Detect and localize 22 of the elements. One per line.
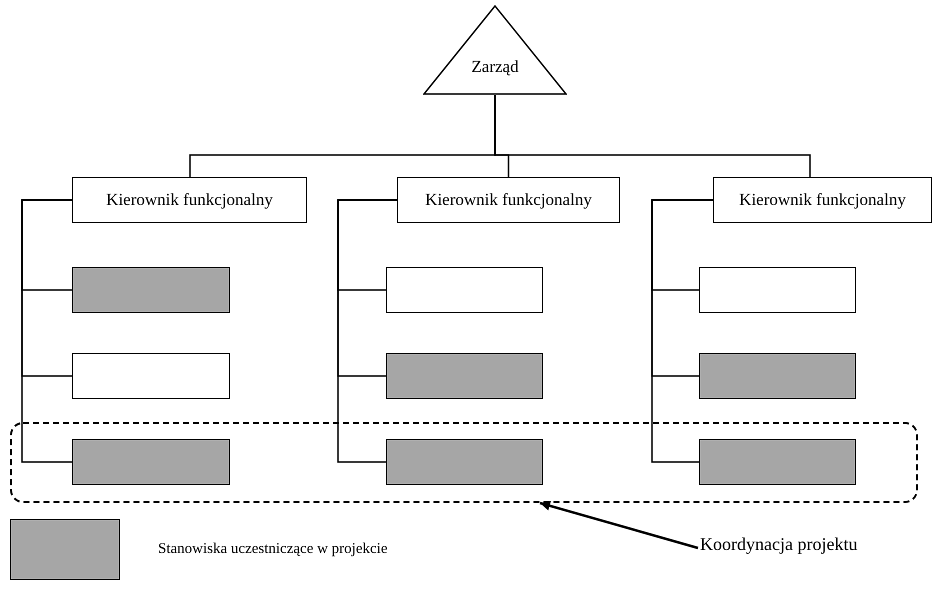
connector-line <box>494 95 811 177</box>
position-box <box>699 267 856 313</box>
position-box <box>699 353 856 399</box>
manager-box: Kierownik funkcjonalny <box>713 177 932 223</box>
position-box <box>699 439 856 485</box>
legend-label: Stanowiska uczestniczące w projekcie <box>158 541 388 558</box>
connector-line <box>21 199 72 463</box>
connector-line <box>651 199 713 463</box>
position-box <box>386 267 543 313</box>
manager-box: Kierownik funkcjonalny <box>397 177 620 223</box>
arrow <box>540 500 698 550</box>
position-box <box>72 439 230 485</box>
position-box <box>386 353 543 399</box>
dashed-group-outline <box>10 422 918 503</box>
manager-box: Kierownik funkcjonalny <box>72 177 307 223</box>
position-box <box>386 439 543 485</box>
annotation-text: Koordynacja projektu <box>700 534 918 562</box>
position-box <box>72 267 230 313</box>
node-label: Zarząd <box>470 57 520 77</box>
position-box <box>72 353 230 399</box>
management-triangle <box>423 5 567 95</box>
connector-line <box>337 199 397 463</box>
